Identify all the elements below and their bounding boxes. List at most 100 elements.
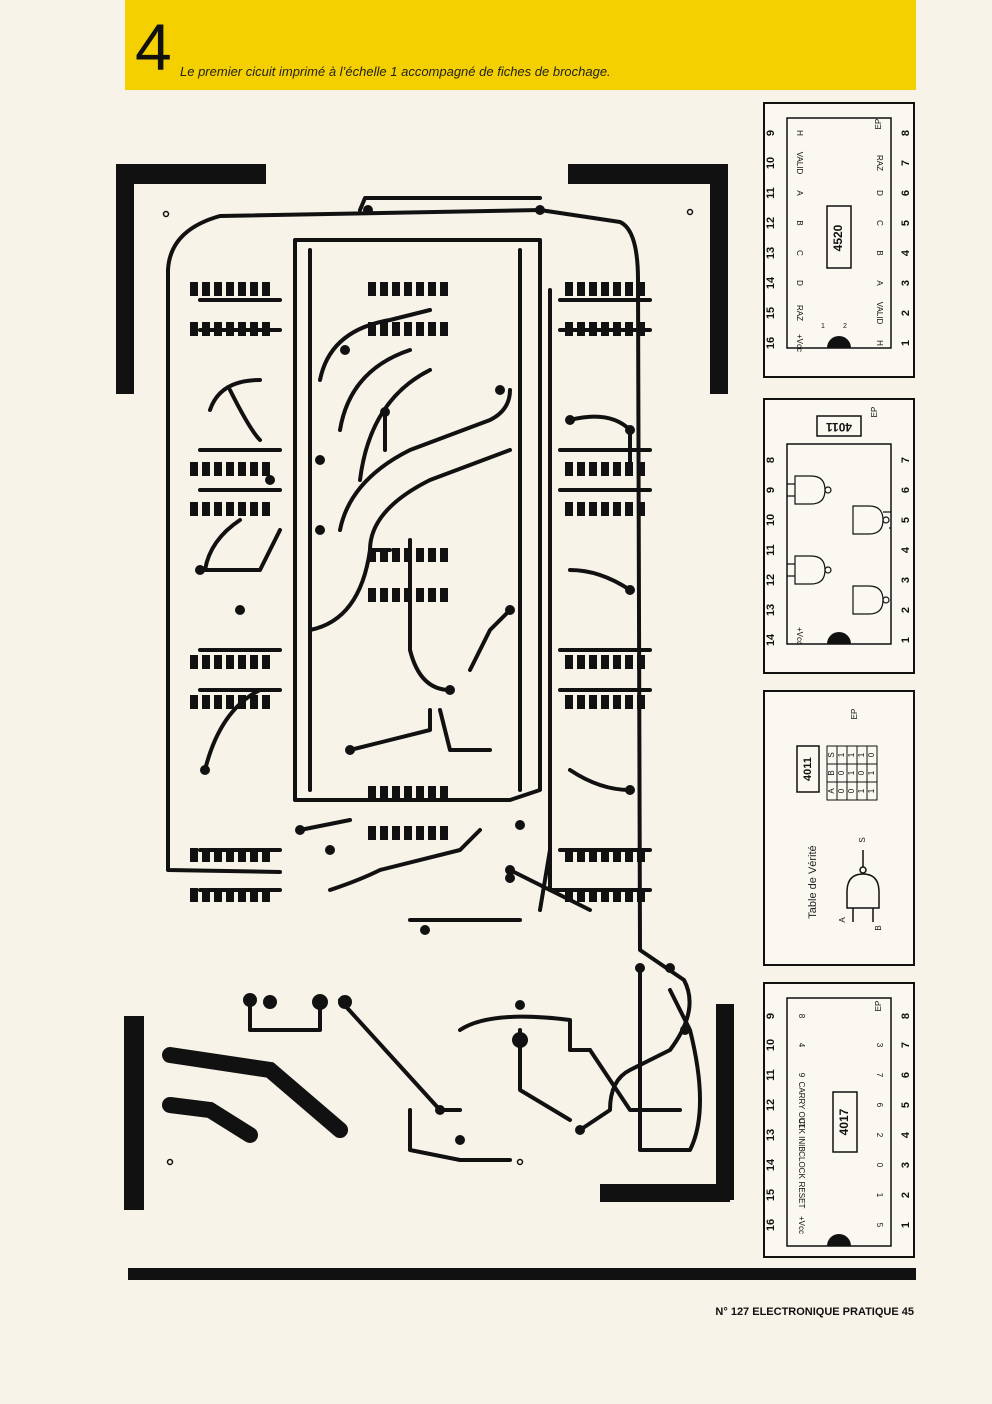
truth-cell: 0 xyxy=(847,788,856,793)
truth-cell: 1 xyxy=(847,752,856,757)
pin-label: C xyxy=(875,220,884,226)
input-a-label: A xyxy=(838,917,847,923)
ic-label-4520: 4520 xyxy=(831,224,845,251)
pin-label: A xyxy=(875,280,884,286)
ic-footprints xyxy=(190,282,645,902)
ground-label: EP xyxy=(870,407,879,418)
pin-number: 4 xyxy=(900,546,912,553)
pin-number: 6 xyxy=(900,487,912,493)
pin-number: 13 xyxy=(765,247,777,259)
pin-number: 1 xyxy=(900,1222,912,1228)
pin-number: 12 xyxy=(765,574,777,586)
pin-number: 5 xyxy=(900,220,912,226)
bottom-pin-numbers: 8 7 6 5 4 3 2 1 xyxy=(900,1013,912,1228)
bottom-pin-labels: EP 3 7 6 2 0 1 5 xyxy=(874,1001,884,1228)
pin-label: D xyxy=(795,280,804,286)
truth-cell: 1 xyxy=(857,752,866,757)
mounting-holes xyxy=(162,208,694,1166)
pin-label: CLK INIB xyxy=(797,1118,806,1151)
pin-label: CARRY OUT xyxy=(797,1082,806,1129)
pin-number: 4 xyxy=(900,1131,912,1138)
pin-label: RESET xyxy=(797,1182,806,1209)
pin-label: C xyxy=(795,250,804,256)
nand-gates xyxy=(787,475,891,615)
pin-label: 1 xyxy=(875,1193,884,1198)
top-pin-labels: 8 4 9 CARRY OUT CLK INIB CLOCK RESET +Vc… xyxy=(797,1014,806,1234)
pin-label: 7 xyxy=(875,1073,884,1078)
pin-number: 16 xyxy=(765,337,777,349)
figure-number: 4 xyxy=(135,10,172,84)
pin-number: 7 xyxy=(900,457,912,463)
pin-number: 6 xyxy=(900,1072,912,1078)
pin-number: 10 xyxy=(765,157,777,169)
copper-traces xyxy=(166,196,702,1162)
pin-number: 7 xyxy=(900,160,912,166)
footer-rule xyxy=(128,1268,916,1280)
top-pin-numbers: 8 9 10 11 12 13 14 xyxy=(765,457,777,646)
truth-cell: 1 xyxy=(847,770,856,775)
input-b-label: B xyxy=(874,925,883,930)
output-label: S xyxy=(858,837,867,842)
pin-number: 15 xyxy=(765,1189,777,1201)
pin-number: 1 xyxy=(900,340,912,346)
pin-label: 2 xyxy=(875,1133,884,1138)
counter-mark: 1 xyxy=(821,323,825,330)
pcb-artwork xyxy=(116,164,734,1210)
pin-label: RAZ xyxy=(875,155,884,171)
page-footer: N° 127 ELECTRONIQUE PRATIQUE 45 xyxy=(715,1306,914,1318)
pin-label: H xyxy=(795,130,804,136)
pin-number: 14 xyxy=(765,633,777,646)
pin-label: A xyxy=(795,190,804,196)
pin-number: 8 xyxy=(900,130,912,136)
bottom-pin-labels: EP RAZ D C B A VALID H xyxy=(874,119,884,346)
pin-number: 12 xyxy=(765,217,777,229)
truth-cell: 0 xyxy=(857,770,866,775)
top-pin-numbers: 9 10 11 12 13 14 15 16 xyxy=(765,1013,777,1231)
figure-caption: Le premier cicuit imprimé à l’échelle 1 … xyxy=(180,64,611,79)
truth-cell: 0 xyxy=(837,788,846,793)
pin-number: 8 xyxy=(900,1013,912,1019)
pin-label: B xyxy=(795,220,804,225)
pin-label: EP xyxy=(874,1001,883,1012)
pin-label: 5 xyxy=(875,1223,884,1228)
pin-label: B xyxy=(875,250,884,255)
truth-cell: 0 xyxy=(867,752,876,757)
truth-table-card: EP 4011 A B S 0 0 1 0 1 1 1 0 1 1 1 0 Ta… xyxy=(763,690,915,966)
truth-header: A xyxy=(827,788,836,794)
pin-number: 11 xyxy=(765,187,777,199)
ic-label-4017: 4017 xyxy=(837,1108,851,1135)
pinout-4017: 4017 9 10 11 12 13 14 15 16 8 7 6 5 4 3 … xyxy=(763,982,915,1258)
pin-number: 13 xyxy=(765,1129,777,1141)
ic-label-4011: 4011 xyxy=(802,757,814,781)
pin-number: 9 xyxy=(765,130,777,136)
pin-label: D xyxy=(875,190,884,196)
header-banner xyxy=(125,0,916,90)
pin-number: 3 xyxy=(900,1162,912,1168)
bottom-pin-numbers: 8 7 6 5 4 3 2 1 xyxy=(900,130,912,346)
pin-label: 9 xyxy=(797,1073,806,1078)
pinout-4011: 4011 EP +Vcc 8 9 10 11 12 13 14 7 6 5 4 … xyxy=(763,398,915,674)
pin-number: 14 xyxy=(765,276,777,289)
pin-number: 16 xyxy=(765,1219,777,1231)
pin-label: VALID xyxy=(795,152,804,175)
pin-number: 14 xyxy=(765,1158,777,1171)
pin-label: 0 xyxy=(875,1163,884,1168)
pin-label: H xyxy=(875,340,884,346)
pin-number: 2 xyxy=(900,1192,912,1198)
truth-table-title: Table de Vérité xyxy=(807,845,819,918)
pin-number: 4 xyxy=(900,249,912,256)
pin-label: 6 xyxy=(875,1103,884,1108)
pin-number: 15 xyxy=(765,307,777,319)
pin-number: 9 xyxy=(765,487,777,493)
top-pin-labels: H VALID A B C D RAZ +Vcc xyxy=(795,130,804,352)
counter-mark: 2 xyxy=(843,323,847,330)
pinout-4520: 4520 9 10 11 12 13 14 15 16 8 7 6 5 4 3 … xyxy=(763,102,915,378)
pin-number: 3 xyxy=(900,577,912,583)
pin-number: 10 xyxy=(765,514,777,526)
truth-cell: 0 xyxy=(837,770,846,775)
pin-number: 1 xyxy=(900,637,912,643)
vcc-label: +Vcc xyxy=(795,627,804,645)
pin-label: VALID xyxy=(875,302,884,325)
corner-marks xyxy=(116,164,734,1210)
pin-number: 11 xyxy=(765,1069,777,1081)
